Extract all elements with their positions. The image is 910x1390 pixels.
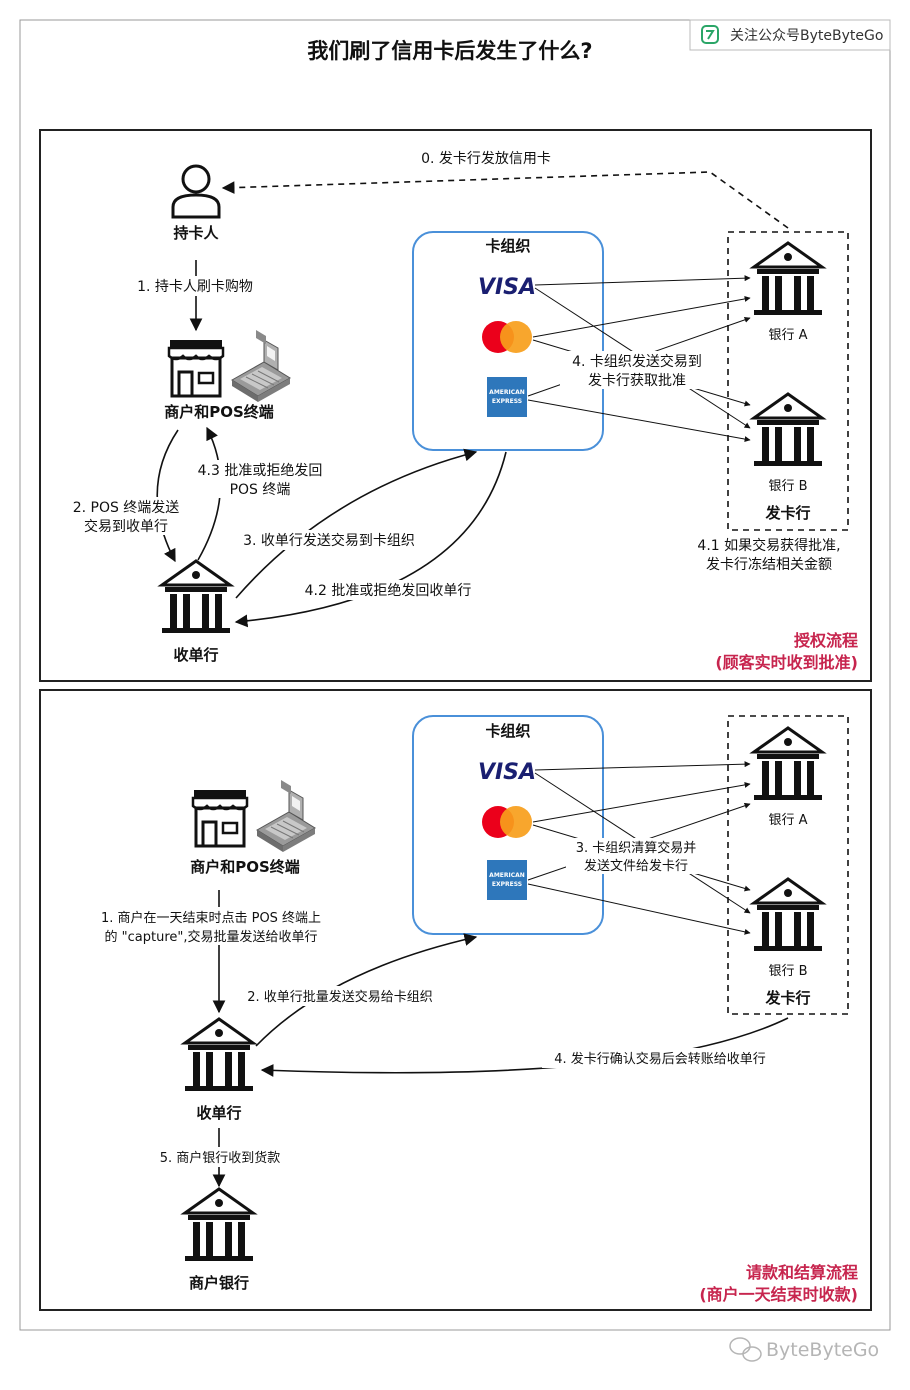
settle-acquirer-icon [183, 1017, 255, 1093]
settle-step4-label: 4. 发卡行确认交易后会转账给收单行 [554, 1051, 766, 1067]
settle-amex-icon: AMERICAN EXPRESS [487, 860, 527, 900]
auth-panel [39, 129, 872, 682]
auth-step43-label-line1: 4.3 批准或拒绝发回 [198, 463, 323, 479]
settle-step5-label: 5. 商户银行收到货款 [160, 1150, 281, 1166]
wechat-bubble-icon [729, 1337, 762, 1362]
settle-flow-subtitle: (商户一天结束时收款) [699, 1285, 858, 1304]
svg-text:AMERICAN: AMERICAN [489, 872, 525, 879]
auth-pos-terminal-icon [231, 329, 291, 403]
settle-bank-a-icon [752, 726, 824, 802]
auth-flow-subtitle: (顾客实时收到批准) [715, 653, 858, 672]
settle-card-org-box [412, 715, 604, 935]
svg-text:EXPRESS: EXPRESS [492, 398, 522, 405]
amex-icon: AMERICAN EXPRESS [487, 377, 527, 417]
page-title: 我们刷了信用卡后发生了什么? [307, 39, 592, 63]
cardholder-label: 持卡人 [173, 224, 219, 242]
merchant-bank-label: 商户银行 [189, 1274, 249, 1292]
auth-bank-a-label: 银行 A [768, 328, 807, 343]
watermark-bottom-text: ByteByteGo [766, 1339, 879, 1361]
bank-b-icon [752, 392, 824, 468]
watermark-top: 关注公众号ByteByteGo [689, 19, 891, 51]
settle-step2-label: 2. 收单行批量发送交易给卡组织 [247, 989, 433, 1005]
settle-visa-icon [477, 760, 537, 785]
settle-bank-a-label: 银行 A [768, 813, 807, 828]
auth-step2-label-line2: 交易到收单行 [84, 518, 168, 535]
auth-merchant-label: 商户和POS终端 [164, 403, 274, 421]
auth-card-org-box [412, 231, 604, 451]
settle-step2-arrow [255, 933, 478, 1047]
auth-bank-b-label: 银行 B [768, 479, 807, 494]
settle-store-icon [191, 788, 249, 848]
visa-icon [477, 275, 537, 300]
auth-issuer-box [727, 231, 849, 531]
svg-text:EXPRESS: EXPRESS [492, 881, 522, 888]
settle-mastercard-icon [482, 806, 532, 838]
settle-issuer-label: 发卡行 [764, 989, 810, 1007]
auth-step0-label: 0. 发卡行发放信用卡 [421, 151, 551, 167]
auth-acquirer-icon [160, 559, 232, 635]
auth-step43-label-line2: POS 终端 [230, 482, 291, 498]
settle-bank-b-label: 银行 B [768, 964, 807, 979]
bank-a-icon [752, 241, 824, 317]
auth-card-org-title: 卡组织 [485, 237, 530, 255]
auth-store-icon [167, 338, 225, 398]
wechat-icon [701, 25, 719, 44]
settle-step1-label-line2: 的 "capture",交易批量发送给收单行 [105, 929, 318, 945]
merchant-bank-icon [183, 1187, 255, 1263]
auth-issuer-label: 发卡行 [764, 504, 810, 522]
settle-panel [39, 689, 872, 1311]
settle-issuer-box [727, 715, 849, 1015]
auth-step3-arrow [235, 448, 478, 599]
watermark-bottom: ByteByteGo [729, 1337, 879, 1362]
auth-step41-label-line1: 4.1 如果交易获得批准, [697, 537, 840, 554]
auth-step42-label: 4.2 批准或拒绝发回收单行 [305, 583, 472, 599]
settle-step3-label-line2: 发送文件给发卡行 [584, 858, 688, 874]
auth-acquirer-label: 收单行 [173, 646, 218, 664]
settle-acquirer-label: 收单行 [196, 1104, 241, 1122]
settle-card-org-title: 卡组织 [485, 722, 530, 740]
settle-flow-title: 请款和结算流程 [746, 1263, 858, 1282]
mastercard-icon [482, 321, 532, 353]
auth-step4-label-line2: 发卡行获取批准 [588, 373, 686, 389]
auth-flow-title: 授权流程 [794, 631, 858, 650]
svg-text:AMERICAN: AMERICAN [489, 389, 525, 396]
settle-merchant-label: 商户和POS终端 [190, 858, 300, 876]
settle-step3-label-line1: 3. 卡组织清算交易并 [576, 840, 697, 856]
auth-step0-arrow [221, 171, 789, 229]
watermark-top-text: 关注公众号ByteByteGo [730, 28, 883, 44]
auth-step41-label-line2: 发卡行冻结相关金额 [706, 556, 832, 573]
auth-step42-arrow [234, 451, 507, 628]
auth-step2-label-line1: 2. POS 终端发送 [73, 500, 180, 516]
auth-step1-label: 1. 持卡人刷卡购物 [137, 279, 253, 295]
auth-step3-label: 3. 收单行发送交易到卡组织 [243, 532, 415, 549]
auth-step2-arrow [156, 429, 179, 563]
cardholder-icon [171, 164, 221, 219]
auth-step4-label-line1: 4. 卡组织发送交易到 [572, 353, 702, 370]
settle-pos-terminal-icon [256, 779, 316, 853]
outer-frame [19, 19, 891, 1331]
settle-step1-label-line1: 1. 商户在一天结束时点击 POS 终端上 [101, 910, 321, 926]
settle-bank-b-icon [752, 877, 824, 953]
